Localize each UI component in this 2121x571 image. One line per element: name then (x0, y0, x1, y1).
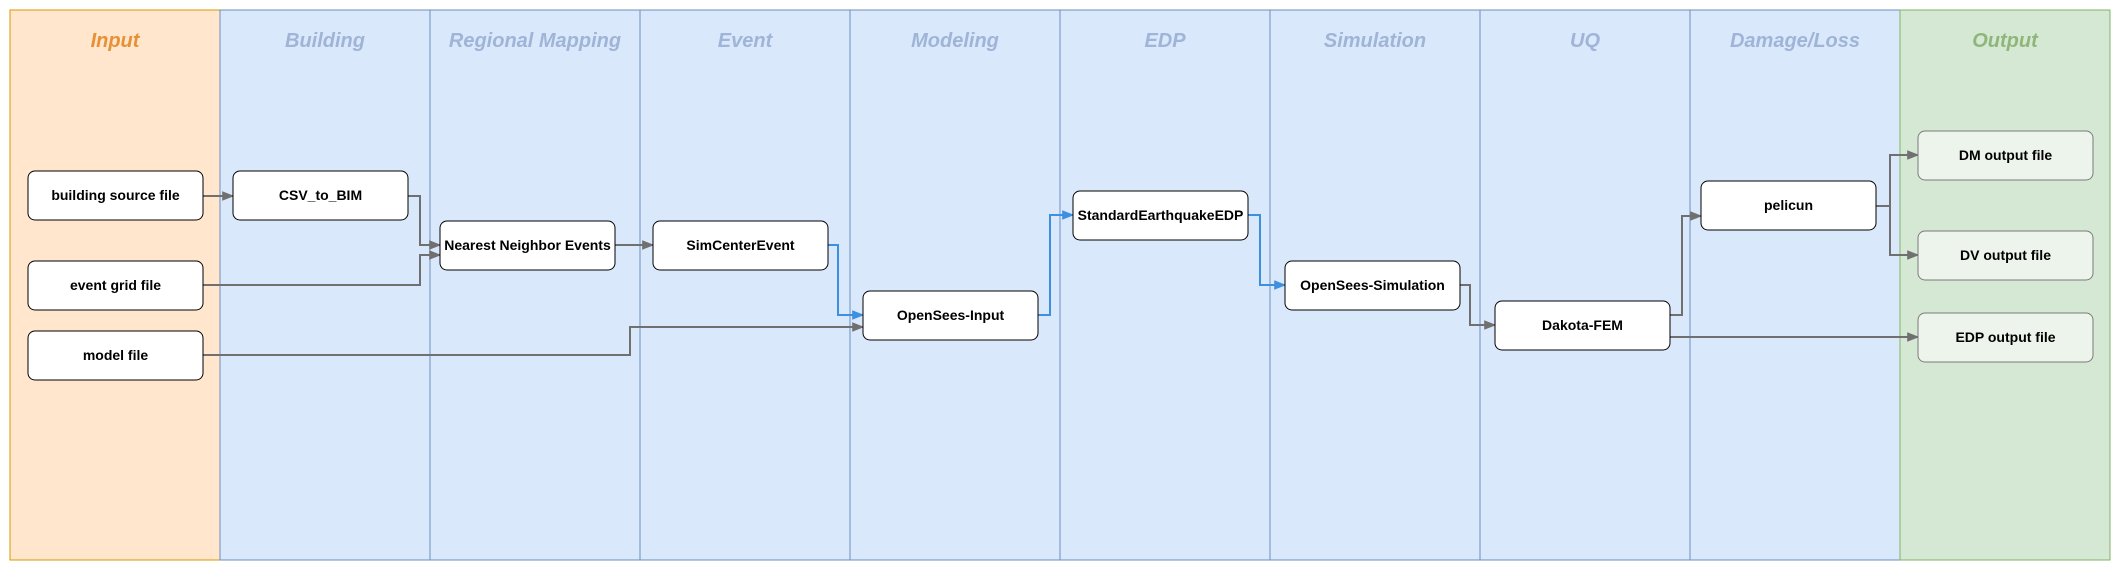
node-pelicun[interactable]: pelicun (1700, 180, 1877, 231)
node-csv-to-bim[interactable]: CSV_to_BIM (232, 170, 409, 221)
node-label-building-source-file: building source file (51, 187, 180, 203)
swimlanes: Input Building Regional Mapping Event Modeli… (9, 9, 2111, 561)
node-label-nearest-neighbor-events: Nearest Neighbor Events (444, 237, 611, 253)
node-label-edp-output-file: EDP output file (1955, 329, 2055, 345)
edge-standard-earthquake-edp-to-opensees-simulation (1248, 214, 1287, 290)
node-label-model-file: model file (83, 347, 149, 363)
node-label-simcenter-event: SimCenterEvent (686, 237, 794, 253)
node-event-grid-file[interactable]: event grid file (27, 260, 204, 311)
node-standard-earthquake-edp[interactable]: StandardEarthquakeEDP (1072, 190, 1249, 241)
lane-title-damage-loss: Damage/Loss (1730, 30, 1860, 52)
node-label-dakota-fem: Dakota-FEM (1542, 317, 1623, 333)
edge-model-file-to-opensees-input (203, 322, 865, 356)
node-building-source-file[interactable]: building source file (27, 170, 204, 221)
node-box-pelicun[interactable] (1700, 180, 1877, 231)
node-box-building-source-file[interactable] (27, 170, 204, 221)
edge-simcenter-event-to-opensees-input (828, 244, 865, 320)
node-label-opensees-simulation: OpenSees-Simulation (1300, 277, 1445, 293)
node-label-opensees-input: OpenSees-Input (897, 307, 1005, 323)
lane-title-simulation: Simulation (1324, 30, 1426, 52)
node-box-dm-output-file[interactable] (1917, 130, 2094, 181)
lane-title-edp: EDP (1144, 30, 1186, 52)
node-box-simcenter-event[interactable] (652, 220, 829, 271)
node-box-standard-earthquake-edp[interactable] (1072, 190, 1249, 241)
node-dv-output-file[interactable]: DV output file (1917, 230, 2094, 281)
node-edp-output-file[interactable]: EDP output file (1917, 312, 2094, 363)
lane-event (639, 9, 851, 561)
node-box-event-grid-file[interactable] (27, 260, 204, 311)
lane-output (1899, 9, 2111, 561)
node-box-csv-to-bim[interactable] (232, 170, 409, 221)
edge-opensees-simulation-to-dakota-fem (1460, 284, 1497, 330)
node-box-model-file[interactable] (27, 330, 204, 381)
lane-regional-mapping (429, 9, 641, 561)
node-box-dv-output-file[interactable] (1917, 230, 2094, 281)
connectors (203, 150, 1920, 356)
node-box-edp-output-file[interactable] (1917, 312, 2094, 363)
lane-damage-loss (1689, 9, 1901, 561)
node-label-standard-earthquake-edp: StandardEarthquakeEDP (1078, 207, 1244, 223)
lane-title-uq: UQ (1570, 30, 1600, 52)
lane-title-building: Building (285, 30, 365, 52)
node-label-dm-output-file: DM output file (1959, 147, 2053, 163)
node-opensees-input[interactable]: OpenSees-Input (862, 290, 1039, 341)
node-opensees-simulation[interactable]: OpenSees-Simulation (1284, 260, 1461, 311)
edge-pelicun-to-dv-output-file (1876, 205, 1920, 260)
edge-dakota-fem-to-pelicun (1670, 211, 1703, 316)
node-label-csv-to-bim: CSV_to_BIM (279, 187, 362, 203)
lane-title-modeling: Modeling (911, 30, 999, 52)
node-model-file[interactable]: model file (27, 330, 204, 381)
node-dakota-fem[interactable]: Dakota-FEM (1494, 300, 1671, 351)
node-label-event-grid-file: event grid file (70, 277, 161, 293)
node-dm-output-file[interactable]: DM output file (1917, 130, 2094, 181)
lane-uq (1479, 9, 1691, 561)
node-simcenter-event[interactable]: SimCenterEvent (652, 220, 829, 271)
edge-event-grid-file-to-nearest-neighbor-events (203, 250, 442, 286)
lane-title-output: Output (1972, 30, 2039, 52)
workflow-nodes: building source file event grid file model… (27, 130, 2094, 381)
lane-title-input: Input (91, 30, 141, 52)
node-box-dakota-fem[interactable] (1494, 300, 1671, 351)
node-label-dv-output-file: DV output file (1960, 247, 2051, 263)
edge-csv-to-bim-to-nearest-neighbor-events (408, 195, 442, 250)
edge-opensees-input-to-standard-earthquake-edp (1038, 210, 1075, 316)
lane-title-event: Event (718, 30, 774, 52)
node-label-pelicun: pelicun (1764, 197, 1813, 213)
node-box-nearest-neighbor-events[interactable] (439, 220, 616, 271)
lane-modeling (849, 9, 1061, 561)
lane-edp (1059, 9, 1271, 561)
node-box-opensees-input[interactable] (862, 290, 1039, 341)
lane-title-regional-mapping: Regional Mapping (449, 30, 621, 52)
node-nearest-neighbor-events[interactable]: Nearest Neighbor Events (439, 220, 616, 271)
node-box-opensees-simulation[interactable] (1284, 260, 1461, 311)
